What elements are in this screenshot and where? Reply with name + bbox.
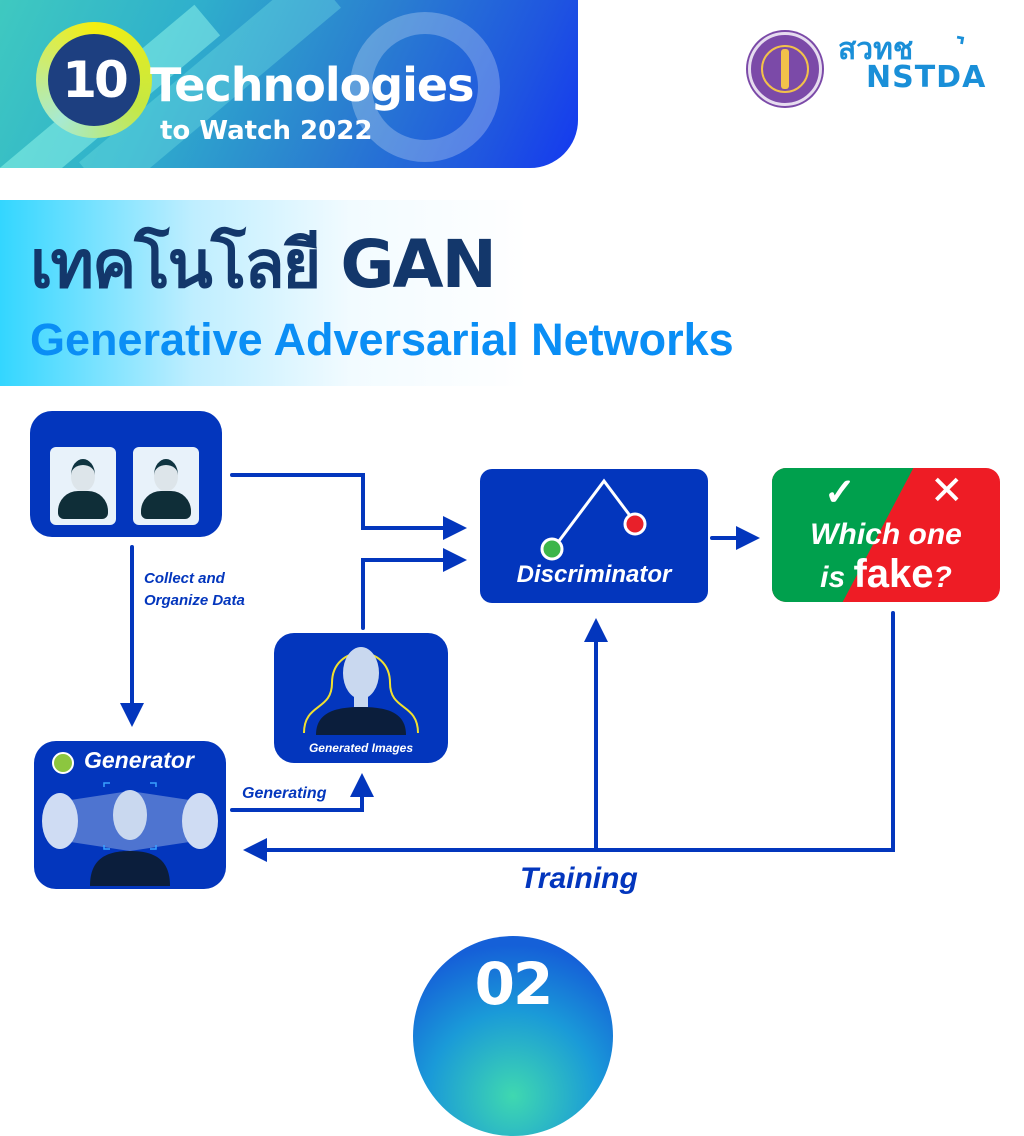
generated-images-card: Generated Images bbox=[274, 633, 448, 763]
male-avatar-icon bbox=[154, 459, 178, 491]
verdict-fake-word: fake bbox=[853, 552, 934, 596]
badge-number: 10 bbox=[62, 51, 129, 109]
decision-tree-icon bbox=[540, 478, 647, 561]
female-avatar-icon bbox=[71, 459, 95, 491]
generating-label: Generating bbox=[242, 785, 327, 802]
cross-icon: ✕ bbox=[930, 469, 964, 513]
page-title: เทคโนโลยี GAN bbox=[30, 226, 497, 303]
check-icon: ✓ bbox=[824, 472, 856, 514]
collect-label: Collect and bbox=[144, 570, 225, 587]
face-tile-female bbox=[50, 447, 116, 525]
verdict-suffix: ? bbox=[933, 561, 952, 594]
generator-card: Generator bbox=[34, 741, 226, 889]
badge-core bbox=[48, 34, 140, 126]
discriminator-card: Discriminator bbox=[480, 469, 708, 603]
page-number: 02 bbox=[474, 950, 554, 1018]
verdict-prefix: is bbox=[820, 561, 854, 594]
banner-subtitle: to Watch 2022 bbox=[160, 116, 373, 146]
face-morph-icon bbox=[42, 782, 218, 886]
nstda-thai: สวทช bbox=[838, 32, 914, 67]
generator-label: Generator bbox=[84, 747, 194, 773]
discriminator-label: Discriminator bbox=[516, 561, 672, 588]
face-tile-male bbox=[133, 447, 199, 525]
nstda-logo: สวทช NSTDA ⌝ bbox=[838, 32, 987, 95]
page-subtitle: Generative Adversarial Networks bbox=[30, 314, 734, 365]
seal-ring bbox=[761, 45, 809, 93]
flow-connectors bbox=[120, 473, 895, 862]
verdict-card: ✓ ✕ Which one is fake? bbox=[772, 468, 1000, 602]
torch-icon bbox=[781, 49, 789, 89]
avatar-body bbox=[141, 491, 191, 519]
verdict-question-line1: Which one bbox=[810, 518, 962, 551]
banner-title: Technologies bbox=[150, 58, 474, 112]
title-band bbox=[0, 200, 880, 386]
real-data-card bbox=[30, 411, 222, 537]
status-dot-green bbox=[52, 752, 74, 774]
nstda-english: NSTDA bbox=[866, 60, 987, 95]
avatar-body bbox=[58, 491, 108, 519]
organize-label: Organize Data bbox=[144, 592, 245, 609]
verdict-question-line2: is fake? bbox=[772, 552, 1000, 597]
generated-images-label: Generated Images bbox=[308, 741, 414, 755]
training-label: Training bbox=[520, 862, 638, 895]
ministry-seal-logo bbox=[748, 32, 822, 106]
generated-face-icon bbox=[303, 647, 419, 735]
